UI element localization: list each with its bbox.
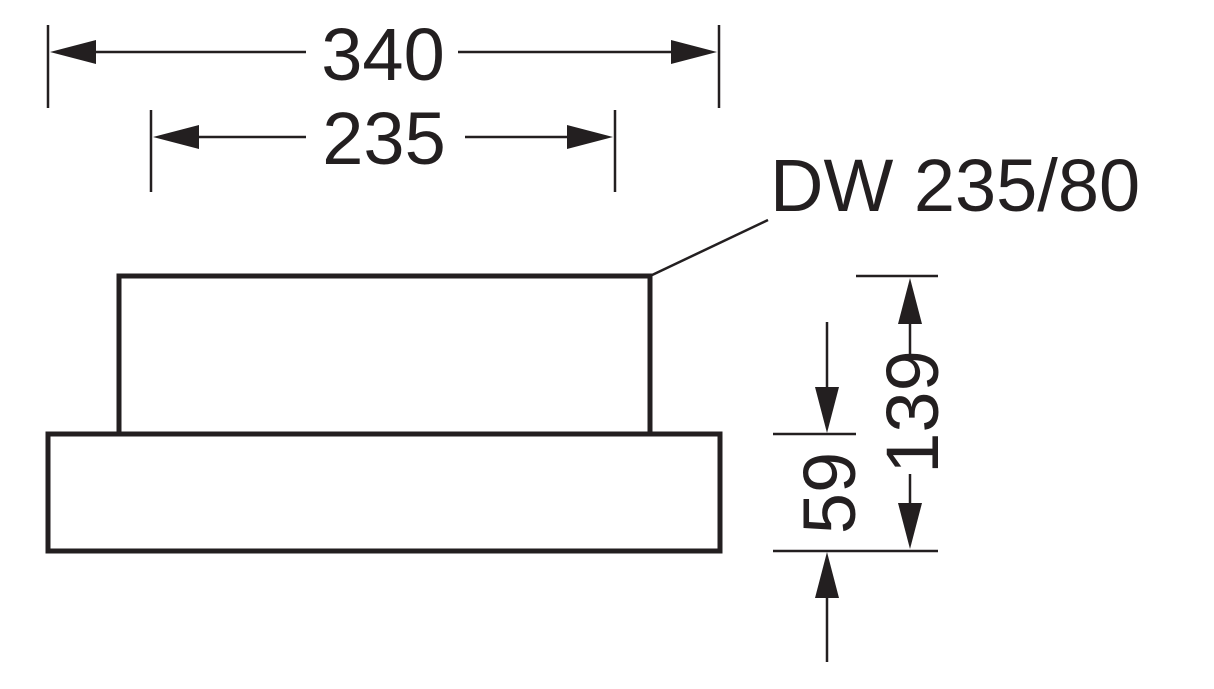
arrowhead-340-left (50, 40, 96, 64)
dimension-label-235: 235 (322, 97, 445, 180)
leader-line (649, 218, 769, 278)
arrowhead-235-left (153, 125, 199, 149)
product-label: DW 235/80 (770, 144, 1140, 227)
arrowhead-59-bottom (815, 552, 839, 598)
arrowhead-235-right (567, 125, 613, 149)
luminaire-base-section (45, 431, 723, 554)
dimension-label-340: 340 (321, 13, 444, 96)
arrowhead-139-bottom (898, 503, 922, 549)
product-callout: DW 235/80 (649, 144, 1140, 278)
dimension-label-59: 59 (788, 452, 871, 534)
dimension-235: 235 (149, 97, 617, 192)
dimension-label-139: 139 (871, 350, 954, 473)
luminaire-outline (45, 273, 723, 554)
luminaire-top-section (116, 273, 653, 437)
arrowhead-59-top (815, 387, 839, 433)
arrowhead-340-right (671, 40, 717, 64)
dimension-59: 59 (773, 322, 871, 662)
dimension-340: 340 (46, 13, 721, 108)
arrowhead-139-top (898, 278, 922, 324)
dimension-139: 139 (773, 274, 954, 553)
